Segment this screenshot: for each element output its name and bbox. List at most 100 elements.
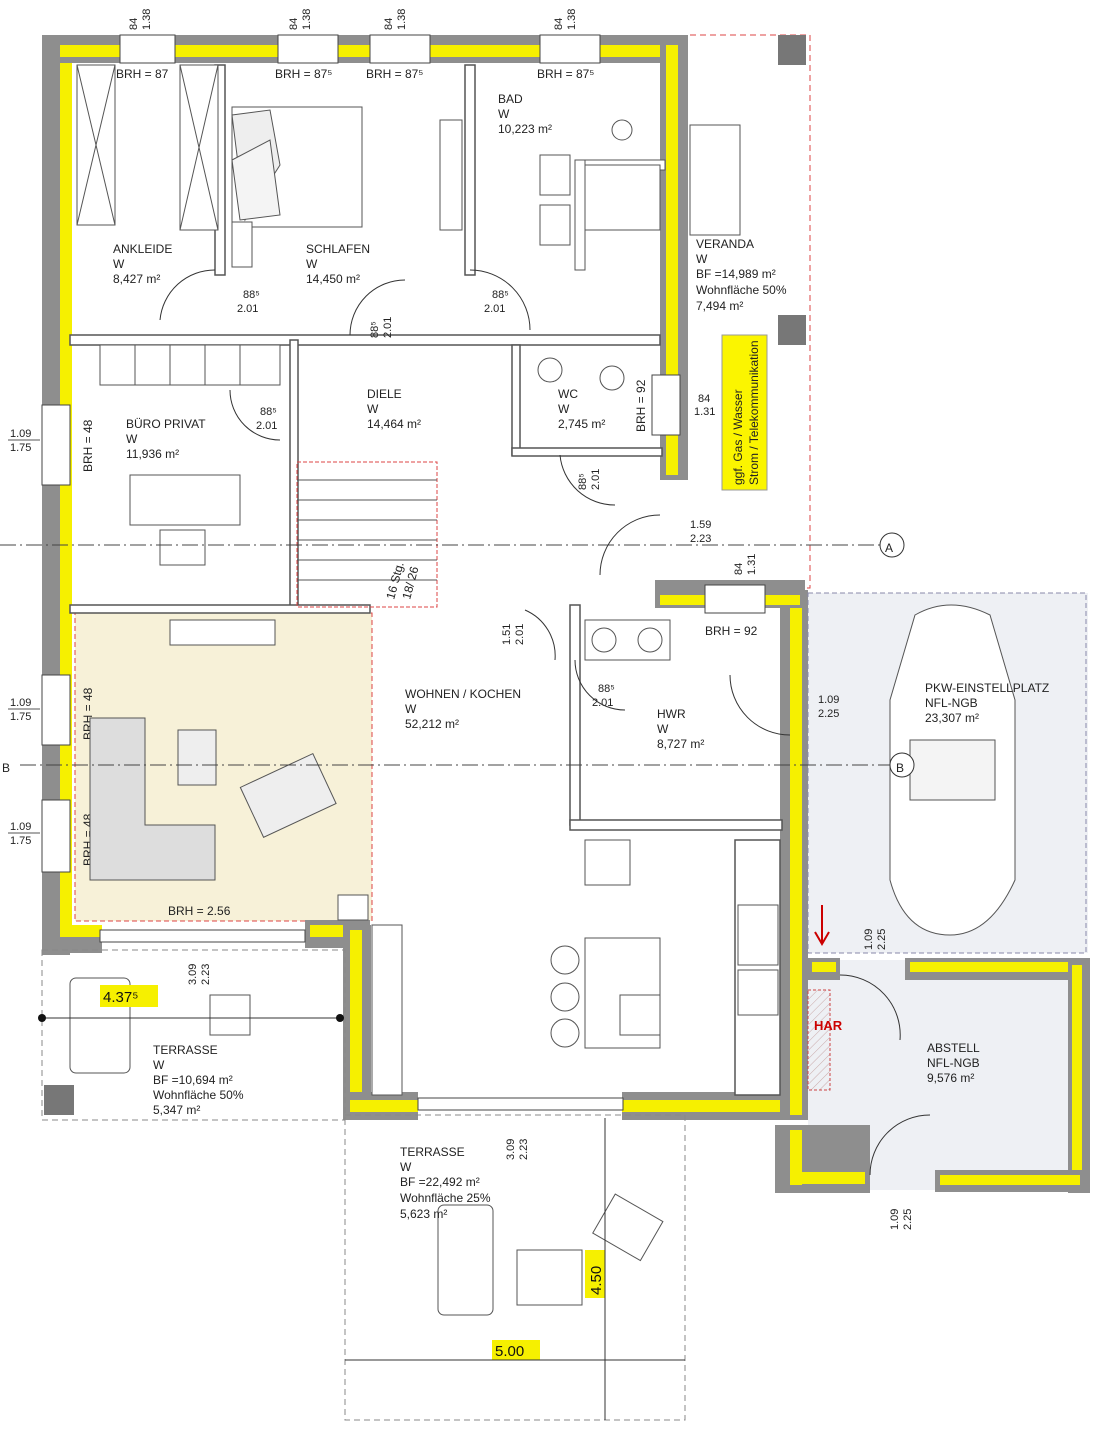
svg-text:88⁵: 88⁵ (577, 473, 589, 490)
section-label-a: A (885, 541, 893, 555)
svg-text:2.25: 2.25 (818, 708, 839, 720)
svg-text:2.23: 2.23 (690, 533, 711, 545)
svg-text:1.38: 1.38 (566, 9, 578, 30)
brh-wc: BRH = 92 (634, 379, 648, 432)
brh-terrasse: BRH = 2.56 (168, 904, 231, 918)
svg-text:BF =22,492 m²: BF =22,492 m² (400, 1175, 480, 1189)
post (44, 1085, 74, 1115)
svg-text:W: W (126, 432, 138, 446)
brh-bad: BRH = 87⁵ (537, 67, 594, 81)
svg-text:1.09: 1.09 (863, 929, 875, 950)
svg-text:1.31: 1.31 (746, 554, 758, 575)
svg-text:Wohnfläche 50%: Wohnfläche 50% (696, 283, 787, 297)
svg-text:WOHNEN / KOCHEN: WOHNEN / KOCHEN (405, 687, 521, 701)
room-label-veranda: VERANDA W BF =14,989 m² Wohnfläche 50% 7… (696, 237, 787, 313)
svg-text:BF =14,989 m²: BF =14,989 m² (696, 267, 776, 281)
svg-text:2.01: 2.01 (514, 624, 526, 645)
svg-text:2.01: 2.01 (590, 469, 602, 490)
svg-text:9,576 m²: 9,576 m² (927, 1071, 974, 1085)
bath-fixtures (539, 119, 741, 271)
svg-text:NFL-NGB: NFL-NGB (925, 696, 978, 710)
section-label-b: B (896, 761, 904, 775)
terrace-left-outline (41, 949, 346, 1121)
post (778, 35, 806, 65)
utility-note-line1: ggf. Gas / Wasser (731, 389, 745, 485)
svg-text:BF =10,694 m²: BF =10,694 m² (153, 1073, 233, 1087)
section-label-b-left: B (2, 761, 10, 775)
svg-text:ABSTELL: ABSTELL (927, 1041, 980, 1055)
svg-text:VERANDA: VERANDA (696, 237, 754, 251)
dim-bottom-width: 5.00 (495, 1343, 524, 1360)
staircase (296, 461, 438, 608)
desk (129, 474, 241, 526)
svg-text:2.25: 2.25 (902, 1209, 914, 1230)
svg-text:2.01: 2.01 (484, 303, 505, 315)
svg-text:1.75: 1.75 (10, 835, 31, 847)
svg-text:1.09: 1.09 (889, 1209, 901, 1230)
svg-text:WC: WC (558, 387, 578, 401)
svg-text:W: W (696, 252, 708, 266)
office-chair (159, 529, 206, 566)
svg-text:84: 84 (383, 18, 395, 30)
svg-text:W: W (657, 722, 669, 736)
svg-text:HWR: HWR (657, 707, 686, 721)
room-label-terrasse-bottom: TERRASSE W BF =22,492 m² Wohnfläche 25% … (400, 1145, 491, 1221)
svg-text:1.38: 1.38 (301, 9, 313, 30)
room-label-terrasse-left: TERRASSE W BF =10,694 m² Wohnfläche 50% … (153, 1043, 244, 1117)
svg-text:84: 84 (698, 393, 710, 405)
room-label-ankleide: ANKLEIDE W 8,427 m² (113, 242, 172, 286)
svg-text:88⁵: 88⁵ (598, 683, 615, 695)
svg-text:1.09: 1.09 (818, 694, 839, 706)
svg-text:2.23: 2.23 (518, 1139, 530, 1160)
hwr-fixtures (584, 619, 671, 661)
tv-cabinet (439, 119, 463, 231)
svg-text:84: 84 (553, 18, 565, 30)
svg-text:1.09: 1.09 (10, 697, 31, 709)
utility-note-box (721, 334, 768, 491)
svg-text:2,745 m²: 2,745 m² (558, 417, 605, 431)
brh-ankleide: BRH = 87 (116, 67, 169, 81)
brh-buero: BRH = 48 (81, 419, 95, 472)
svg-text:88⁵: 88⁵ (260, 406, 277, 418)
room-label-abstell: ABSTELL NFL-NGB 9,576 m² (927, 1041, 980, 1085)
svg-text:W: W (558, 402, 570, 416)
room-label-pkw: PKW-EINSTELLPLATZ NFL-NGB 23,307 m² (925, 681, 1049, 725)
svg-text:2.23: 2.23 (200, 964, 212, 985)
svg-text:14,464 m²: 14,464 m² (367, 417, 421, 431)
dim-highlight-width (492, 1340, 540, 1360)
svg-text:84: 84 (733, 563, 745, 575)
top-windows (41, 34, 766, 1111)
svg-text:7,494 m²: 7,494 m² (696, 299, 743, 313)
svg-text:8,427 m²: 8,427 m² (113, 272, 160, 286)
svg-text:BÜRO PRIVAT: BÜRO PRIVAT (126, 417, 206, 431)
svg-text:84: 84 (128, 18, 140, 30)
svg-text:W: W (113, 257, 125, 271)
svg-text:52,212 m²: 52,212 m² (405, 717, 459, 731)
door-dims: 88⁵ 2.01 88⁵ 2.01 88⁵ 2.01 88⁵ 2.01 88⁵ … (187, 289, 914, 1230)
svg-text:2.25: 2.25 (876, 929, 888, 950)
svg-text:2.01: 2.01 (382, 317, 394, 338)
svg-text:Wohnfläche 50%: Wohnfläche 50% (153, 1088, 244, 1102)
svg-text:2.01: 2.01 (237, 303, 258, 315)
svg-text:1.09: 1.09 (10, 821, 31, 833)
svg-text:W: W (306, 257, 318, 271)
svg-text:1.75: 1.75 (10, 711, 31, 723)
svg-text:SCHLAFEN: SCHLAFEN (306, 242, 370, 256)
svg-text:3.09: 3.09 (187, 964, 199, 985)
bed (231, 106, 363, 268)
svg-text:Wohnfläche 25%: Wohnfläche 25% (400, 1191, 491, 1205)
room-label-schlafen: SCHLAFEN W 14,450 m² (306, 242, 370, 286)
svg-text:W: W (367, 402, 379, 416)
section-marker-a (879, 532, 905, 558)
svg-text:TERRASSE: TERRASSE (153, 1043, 218, 1057)
svg-text:23,307 m²: 23,307 m² (925, 711, 979, 725)
section-marker-b (889, 752, 915, 778)
har-arrow (814, 905, 830, 946)
left-window-dims: 1.09 1.75 1.09 1.75 1.09 1.75 (8, 428, 40, 847)
svg-text:84: 84 (288, 18, 300, 30)
brh-schlafen-2: BRH = 87⁵ (366, 67, 423, 81)
room-label-buero: BÜRO PRIVAT W 11,936 m² (126, 417, 206, 461)
wc-fixtures (537, 357, 625, 391)
garage-outline (807, 592, 1087, 954)
